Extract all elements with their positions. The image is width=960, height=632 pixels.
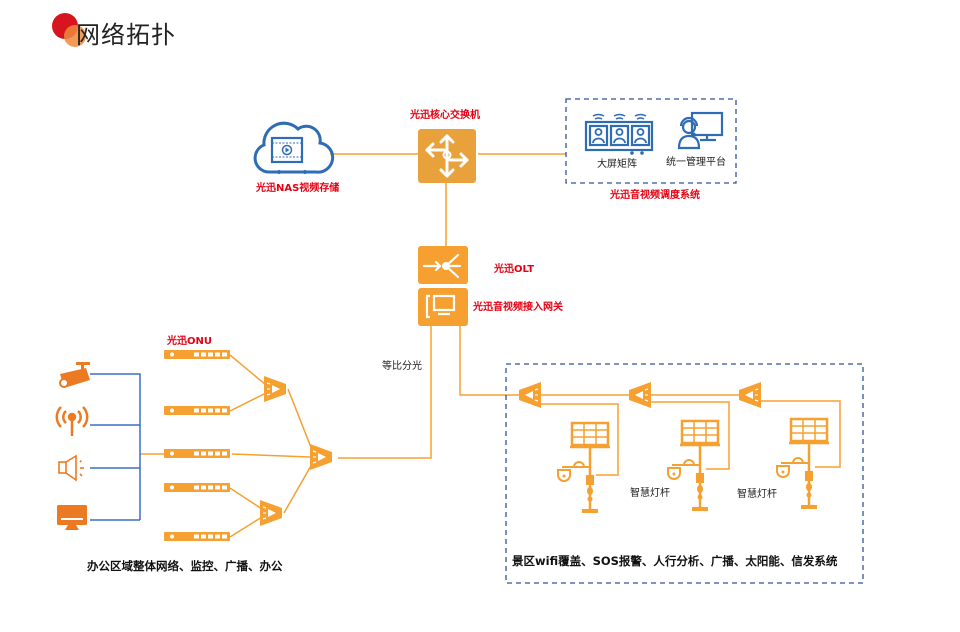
onu-device[interactable]	[164, 483, 230, 492]
splitter-office-root[interactable]	[309, 443, 333, 471]
video-wall-icon[interactable]	[584, 113, 654, 155]
onu-device[interactable]	[164, 532, 230, 541]
onu-label: 光迅ONU	[167, 336, 212, 347]
splitter-office-b[interactable]	[259, 499, 283, 527]
links-orange	[140, 153, 841, 538]
splitter-ratio-label: 等比分光	[382, 361, 422, 372]
olt-icon[interactable]	[418, 246, 468, 284]
link-gateway-scenic	[459, 326, 519, 396]
office-caption: 办公区域整体网络、监控、广播、办公	[87, 559, 283, 573]
dispatch-system-label: 光迅音视频调度系统	[610, 190, 700, 201]
wifi-antenna-icon[interactable]	[55, 406, 89, 436]
link-gateway-office	[338, 326, 432, 459]
splitter-scenic-3[interactable]	[738, 381, 762, 409]
splitter-scenic-2[interactable]	[628, 381, 652, 409]
link-splitterA-root	[287, 388, 313, 451]
switch-arrows-icon[interactable]	[418, 129, 476, 183]
link-onu1-splitter	[229, 354, 267, 386]
link-onu5-splitter	[229, 516, 263, 538]
monitor-icon[interactable]	[57, 505, 87, 530]
onu-device[interactable]	[164, 406, 230, 415]
pole-label-2: 智慧灯杆	[737, 489, 777, 500]
link-onu2-splitter	[229, 392, 267, 412]
onu-list	[164, 350, 230, 541]
speaker-icon[interactable]	[58, 454, 84, 482]
camera-icon[interactable]	[59, 362, 90, 388]
olt-label: 光迅OLT	[494, 264, 535, 275]
scenic-caption: 景区wifi覆盖、SOS报警、人行分析、广播、太阳能、信发系统	[512, 554, 838, 568]
smart-pole-icon[interactable]	[775, 417, 831, 511]
onu-device[interactable]	[164, 350, 230, 359]
splitter-office-a[interactable]	[263, 375, 287, 403]
link-onu4-splitter	[229, 487, 263, 510]
splitter-scenic-1[interactable]	[518, 381, 542, 409]
link-onu3-splitter	[231, 453, 311, 458]
core-switch-label: 光迅核心交换机	[410, 110, 480, 121]
link-camera	[90, 373, 141, 520]
smart-pole-icon[interactable]	[556, 421, 612, 515]
gateway-icon[interactable]	[418, 288, 468, 326]
link-s3-pole3	[761, 400, 841, 468]
page-title: 网络拓扑	[76, 21, 176, 49]
link-splitterB-root	[283, 463, 313, 514]
console-label: 统一管理平台	[666, 157, 726, 168]
gateway-label: 光迅音视频接入网关	[473, 302, 563, 313]
logo-orange-circle	[64, 25, 86, 47]
onu-device[interactable]	[164, 449, 230, 458]
dispatch-system-box	[565, 98, 737, 184]
nas-label: 光迅NAS视频存储	[256, 183, 340, 194]
smart-pole-icon[interactable]	[666, 419, 722, 513]
operator-console-icon[interactable]	[677, 111, 724, 150]
link-s2-pole2	[651, 401, 730, 470]
cloud-video-icon[interactable]	[253, 121, 335, 174]
links-blue	[90, 373, 141, 521]
video-wall-label: 大屏矩阵	[597, 159, 637, 170]
link-s1-pole1	[541, 403, 619, 476]
pole-label-1: 智慧灯杆	[630, 488, 670, 499]
